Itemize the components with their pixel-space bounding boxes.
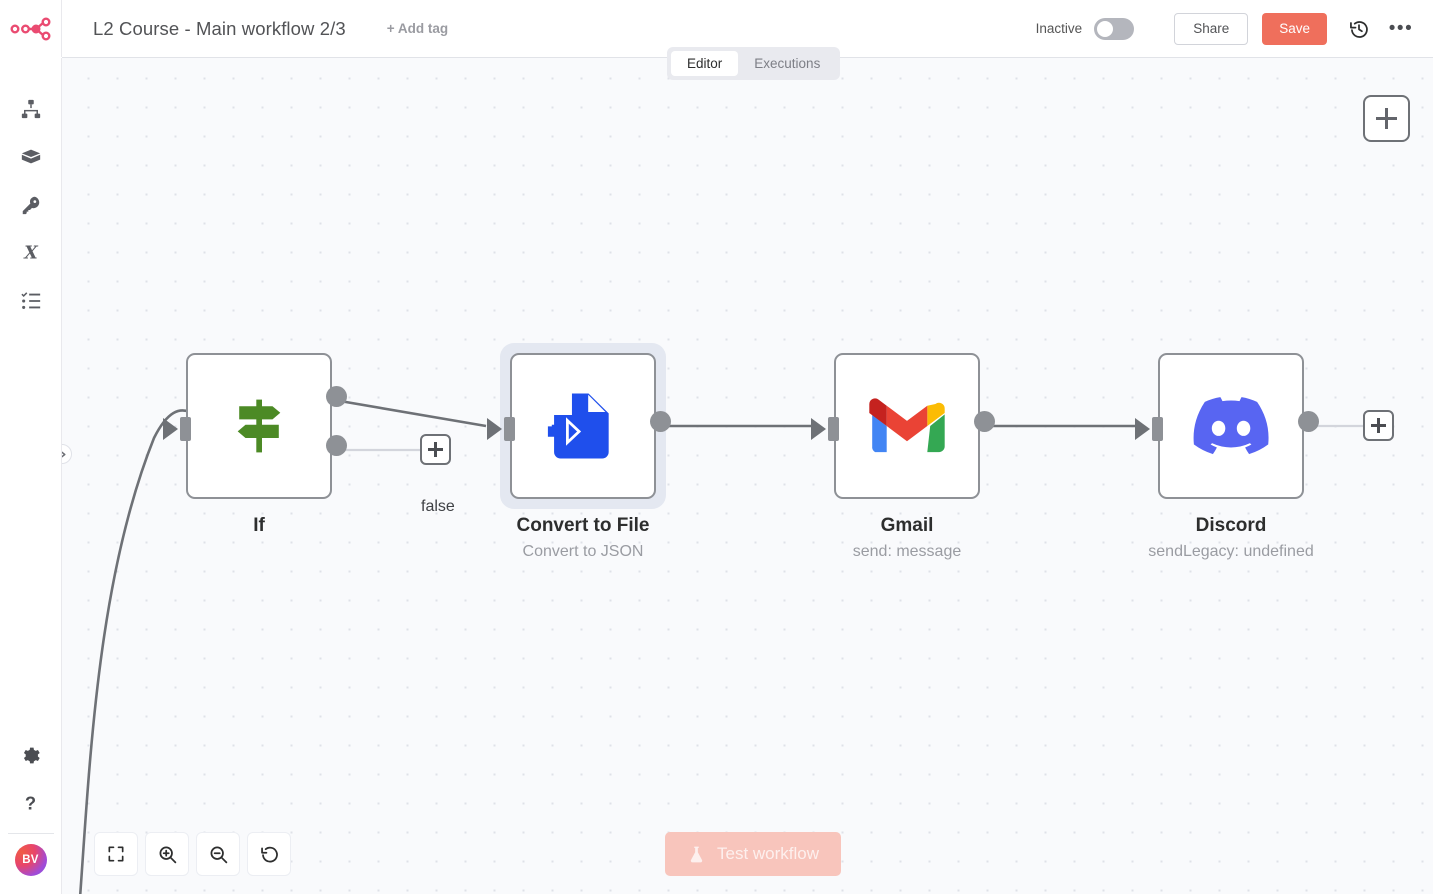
node-gmail-box[interactable] (834, 353, 980, 499)
if-output-false-dot[interactable] (326, 435, 347, 456)
node-gmail[interactable]: Gmail send: message (811, 353, 995, 560)
sitemap-icon (21, 99, 40, 119)
discord-input-arrow (1135, 418, 1150, 440)
sidebar-item-credentials[interactable] (0, 181, 62, 229)
node-if-title: If (253, 515, 265, 536)
gmail-input-port[interactable] (828, 417, 839, 441)
node-convert-subtitle: Convert to JSON (522, 543, 644, 560)
node-if-label: If (253, 513, 265, 539)
sidebar-item-variables[interactable]: X (0, 229, 62, 277)
canvas-zoom-controls (94, 832, 291, 876)
left-sidebar: X ? BV (0, 0, 62, 894)
discord-icon (1193, 397, 1269, 455)
n8n-logo-icon (10, 17, 51, 41)
file-import-icon (547, 393, 609, 459)
key-icon (22, 196, 39, 215)
svg-text:?: ? (25, 793, 36, 814)
svg-text:X: X (23, 244, 39, 264)
sidebar-item-help[interactable]: ? (0, 779, 62, 827)
add-node-button[interactable] (1363, 95, 1410, 142)
node-discord-label: Discord sendLegacy: undefined (1148, 513, 1313, 564)
node-if-box[interactable] (186, 353, 332, 499)
node-gmail-subtitle: send: message (852, 543, 962, 560)
gmail-input-arrow (811, 418, 826, 440)
add-node-after-discord-button[interactable] (1363, 410, 1394, 441)
avatar[interactable]: BV (14, 844, 47, 876)
tab-editor[interactable]: Editor (671, 51, 739, 76)
if-output-true-dot[interactable] (326, 386, 347, 407)
sidebar-divider (7, 833, 54, 834)
node-convert-title: Convert to File (516, 515, 650, 536)
zoom-out-icon (210, 846, 227, 863)
gear-icon (23, 747, 40, 763)
activation-toggle[interactable] (1094, 17, 1135, 40)
branch-label-false: false (421, 498, 455, 515)
history-icon (1350, 20, 1368, 38)
sidebar-item-settings[interactable] (0, 731, 62, 779)
workflow-canvas[interactable]: If true false (62, 58, 1433, 894)
history-button[interactable] (1345, 15, 1373, 43)
node-convert-box[interactable] (510, 353, 656, 499)
sidebar-item-executions[interactable] (0, 277, 62, 325)
variables-x-icon: X (23, 244, 39, 264)
node-discord-box[interactable] (1158, 353, 1304, 499)
node-discord-subtitle: sendLegacy: undefined (1148, 543, 1314, 560)
expand-icon (108, 846, 124, 862)
add-tag-button[interactable]: + Add tag (386, 21, 449, 36)
fit-to-view-button[interactable] (94, 832, 138, 876)
add-node-after-false-button[interactable] (420, 434, 451, 465)
sidebar-item-templates[interactable] (0, 133, 62, 181)
node-convert-label: Convert to File Convert to JSON (516, 513, 649, 564)
if-input-port[interactable] (180, 417, 191, 441)
zoom-in-button[interactable] (145, 832, 189, 876)
more-options-button[interactable]: ••• (1388, 17, 1414, 39)
node-if[interactable]: If (163, 353, 347, 536)
n8n-logo[interactable] (0, 0, 62, 58)
signpost-icon (237, 399, 281, 453)
reset-zoom-button[interactable] (247, 832, 291, 876)
edge-if-true-to-convert (339, 399, 487, 428)
chevron-right-icon (62, 451, 65, 457)
discord-input-port[interactable] (1152, 417, 1163, 441)
toggle-knob (1097, 20, 1114, 37)
test-workflow-button[interactable]: Test workflow (665, 832, 842, 876)
flask-icon (690, 846, 703, 862)
workflow-title[interactable]: L2 Course - Main workflow 2/3 (93, 17, 346, 39)
package-icon (21, 149, 40, 164)
node-discord[interactable]: Discord sendLegacy: undefined (1135, 353, 1319, 560)
gmail-icon (869, 398, 945, 453)
node-discord-title: Discord (1195, 515, 1267, 536)
discord-output-dot[interactable] (1298, 411, 1319, 432)
zoom-out-button[interactable] (196, 832, 240, 876)
convert-input-arrow (487, 418, 502, 440)
sidebar-item-overview[interactable] (0, 85, 62, 133)
convert-output-dot[interactable] (650, 411, 671, 432)
zoom-in-icon (159, 846, 176, 863)
activation-state-label: Inactive (1035, 21, 1083, 36)
test-workflow-label: Test workflow (717, 844, 820, 863)
convert-input-port[interactable] (504, 417, 515, 441)
header-actions: Inactive Share Save ••• (1035, 12, 1415, 45)
checklist-icon (20, 292, 40, 309)
tab-executions[interactable]: Executions (754, 56, 821, 71)
share-button[interactable]: Share (1174, 12, 1249, 45)
edge-incoming (78, 409, 191, 894)
help-icon: ? (25, 793, 36, 814)
if-input-arrow (163, 418, 178, 440)
gmail-output-dot[interactable] (974, 411, 995, 432)
undo-icon (260, 846, 278, 862)
node-gmail-title: Gmail (880, 515, 934, 536)
save-button[interactable]: Save (1262, 12, 1327, 45)
node-gmail-label: Gmail send: message (853, 513, 962, 564)
editor-executions-tabs: Editor Executions (667, 47, 841, 80)
node-convert-to-file[interactable]: Convert to File Convert to JSON (487, 343, 671, 560)
connection-edges (78, 399, 1368, 894)
